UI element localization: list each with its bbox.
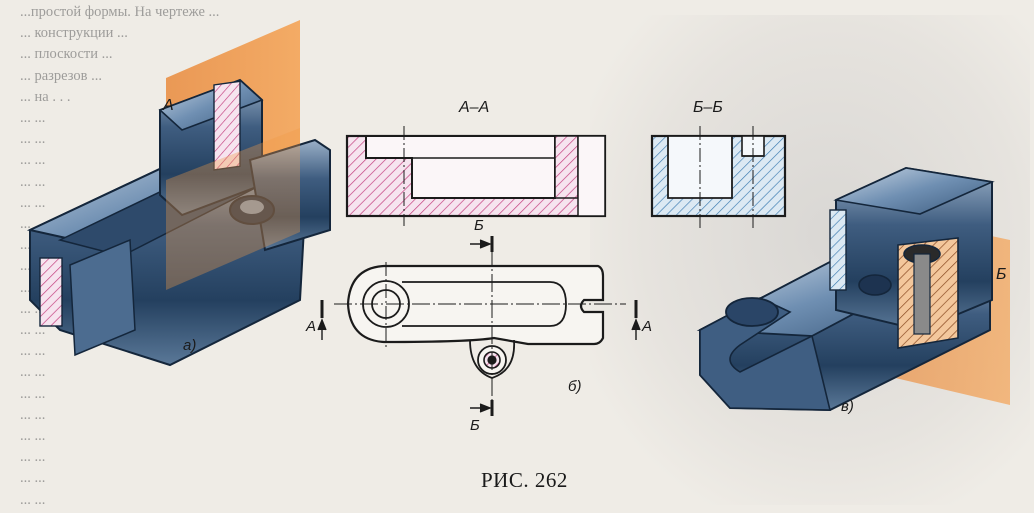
bleed-line: ... ...	[20, 449, 46, 466]
bleed-line: ... конструкции ...	[20, 25, 128, 42]
label-section-a-a: А–А	[459, 99, 490, 116]
bleed-line: ... ...	[20, 343, 46, 360]
section-a-a	[345, 126, 607, 226]
bleed-line: ... ...	[20, 406, 46, 423]
bleed-line: ... плоскости ...	[20, 46, 113, 63]
bleed-line: ... ...	[20, 491, 46, 508]
figure-caption: РИС. 262	[481, 468, 568, 492]
bleed-line: ... ...	[20, 470, 46, 487]
bleed-line: ... ...	[20, 173, 46, 190]
label-cut-a-right: А	[642, 318, 653, 335]
bleed-line: ...простой формы. На чертеже ...	[20, 4, 220, 20]
bleed-line: ... ...	[20, 194, 46, 211]
bleed-line: ... ...	[20, 110, 46, 127]
bleed-line: ... ...	[20, 152, 46, 169]
label-plane-a: A	[163, 97, 174, 114]
bleed-line: ... ...	[20, 364, 46, 381]
bleed-line: ... на . . .	[20, 88, 71, 105]
figure-v-part	[696, 166, 1010, 412]
label-section-b-b: Б–Б	[693, 99, 723, 116]
label-cut-b-bottom: Б	[470, 417, 480, 434]
label-cut-a-left: А	[306, 318, 317, 335]
bleed-line: ... ...	[20, 385, 46, 402]
label-plane-b: Б	[996, 266, 1007, 283]
bleed-line: ... разрезов ...	[20, 67, 103, 84]
label-cut-b-top: Б	[474, 217, 484, 234]
bleed-line: ... ...	[20, 428, 46, 445]
section-b-b	[650, 126, 787, 228]
label-figure-b: б)	[568, 378, 582, 395]
figure-a-part	[26, 20, 331, 367]
bleed-line: ... ...	[20, 131, 46, 148]
bleed-line: ... ...	[20, 322, 46, 339]
label-figure-a: а)	[183, 337, 197, 354]
label-figure-v: в)	[841, 398, 854, 415]
plan-view-b	[317, 236, 641, 416]
